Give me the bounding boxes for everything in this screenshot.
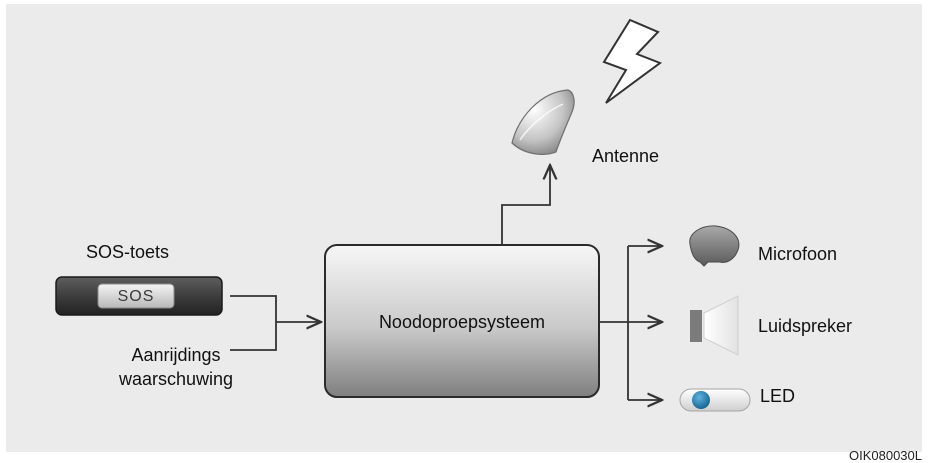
sos-button-text: SOS [117,288,155,305]
sos-button-graphic [55,276,223,316]
speaker-icon [690,295,739,356]
led-icon [679,388,751,412]
sos-button-label: SOS-toets [86,242,170,262]
input-connectors [230,295,321,351]
microphone-icon [689,225,740,267]
lightning-icon [602,18,663,104]
antenna-icon [511,89,575,155]
central-unit-label: Noodoproepsysteem [378,312,546,332]
figure-code: OIK080030L [848,448,922,463]
antenna-label: Antenne [592,146,660,166]
crash-signal-line1: Aanrijdings [131,345,221,365]
speaker-label: Luidspreker [758,316,853,336]
antenna-connector [501,165,550,245]
crash-signal-label: Aanrijdings waarschuwing [66,343,286,391]
led-label: LED [760,386,796,406]
central-unit-box [324,244,600,398]
crash-signal-line2: waarschuwing [118,369,234,389]
output-connectors [599,246,662,400]
microphone-label: Microfoon [758,244,838,264]
